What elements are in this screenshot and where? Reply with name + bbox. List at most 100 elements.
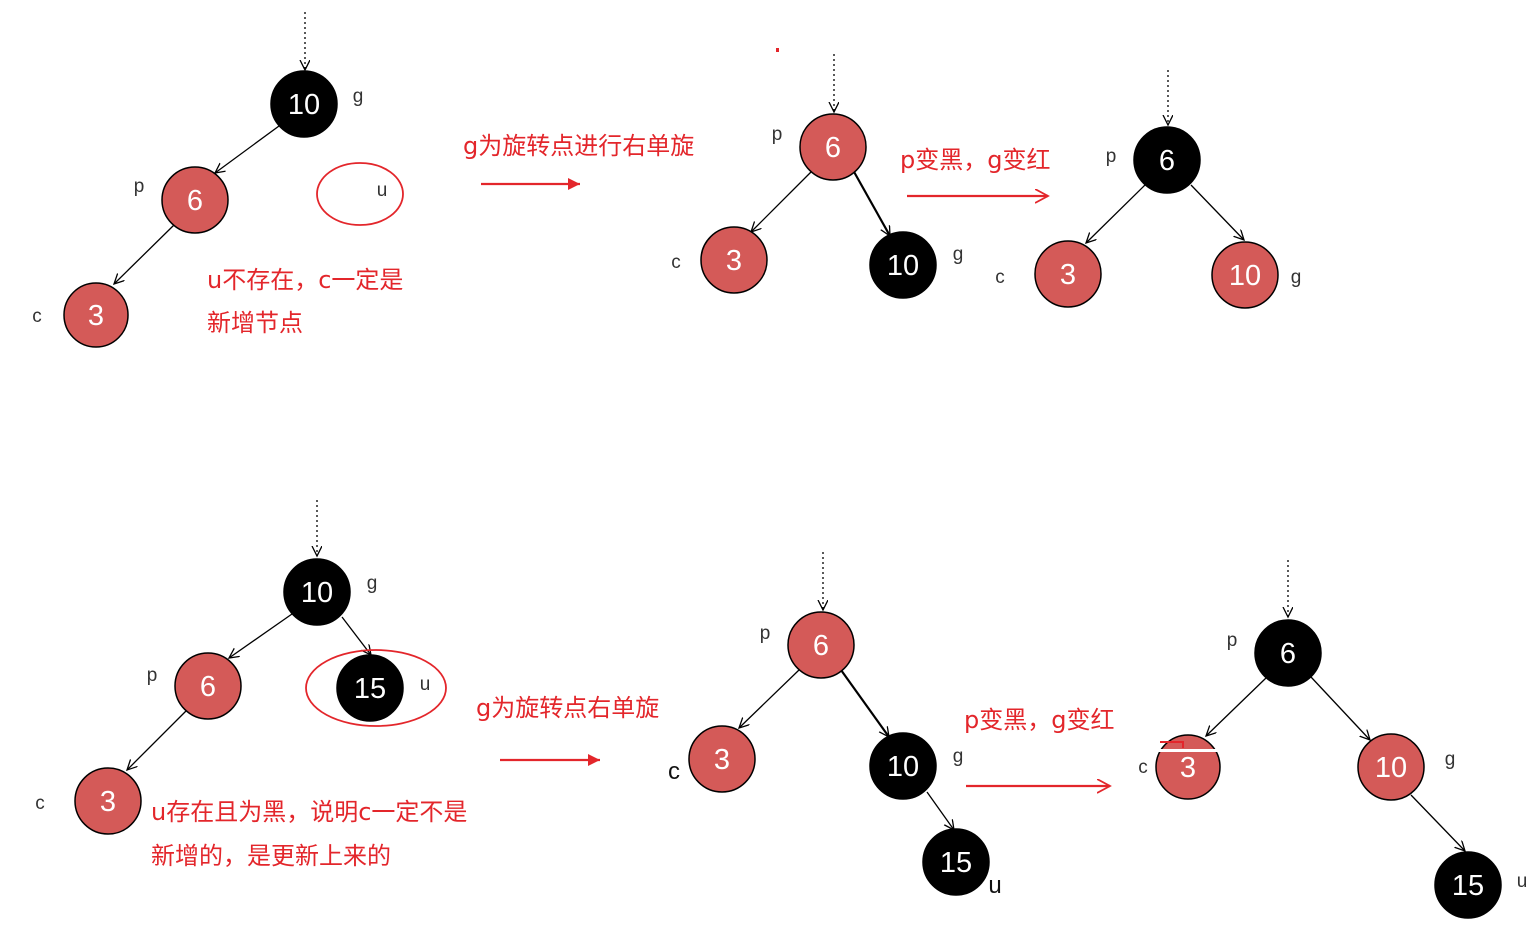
annotation-line-1: u不存在，c一定是	[207, 266, 403, 294]
node-g: 10	[869, 732, 937, 800]
node-g: 10	[283, 558, 351, 626]
node-c: 3	[688, 725, 756, 793]
node-value: 10	[887, 751, 919, 783]
node-value: 15	[354, 673, 386, 705]
node-label-g: g	[1291, 267, 1302, 288]
node-circle	[74, 767, 142, 835]
node-c: 3	[1155, 734, 1221, 800]
node-label-g: g	[1445, 749, 1456, 770]
node-p: 6	[161, 166, 229, 234]
bottom-recolored-tree: 6 p 3 c 10 g 15 u	[1138, 560, 1527, 919]
node-label-c: c	[32, 306, 42, 327]
edge-p-to-c	[127, 710, 187, 770]
annotation-line-2: 新增的，是更新上来的	[151, 842, 391, 870]
node-label-g: g	[353, 86, 364, 107]
edge-p-to-g	[840, 669, 890, 737]
node-label-u: u	[988, 872, 1001, 899]
node-label-c: c	[995, 267, 1005, 288]
node-value: 3	[726, 245, 742, 277]
node-circle	[869, 231, 937, 299]
node-label-c: c	[671, 252, 681, 273]
node-value: 6	[200, 671, 216, 703]
node-circle	[336, 654, 404, 722]
bottom-step1: g为旋转点右单旋	[476, 694, 659, 766]
node-circle	[869, 732, 937, 800]
node-label-c: c	[668, 758, 680, 785]
node-circle	[700, 226, 768, 294]
node-circle	[688, 725, 756, 793]
node-u: 15	[1434, 851, 1502, 919]
node-circle	[63, 282, 129, 348]
node-label-p: p	[772, 124, 783, 145]
annotation-line-2: 新增节点	[207, 309, 303, 337]
node-circle	[1254, 619, 1322, 687]
node-circle	[922, 828, 990, 896]
edge-g-to-p	[229, 613, 293, 658]
node-value: 10	[301, 577, 333, 609]
node-circle	[1357, 733, 1425, 801]
edge-p-to-g	[1310, 676, 1370, 740]
node-value: 15	[940, 847, 972, 879]
node-p: 6	[787, 611, 855, 679]
edge-p-to-g	[1190, 184, 1244, 240]
node-circle	[787, 611, 855, 679]
node-c: 3	[700, 226, 768, 294]
edge-g-to-u	[1410, 794, 1465, 851]
node-c: 3	[63, 282, 129, 348]
node-circle	[1211, 241, 1279, 309]
node-value: 6	[1280, 638, 1296, 670]
top-before-tree: 10 g 6 p u 3 c u不存在，c一定是 新增节点	[32, 12, 404, 348]
missing-uncle-ring	[316, 162, 404, 226]
node-label-c: c	[35, 793, 45, 814]
node-label-p: p	[147, 665, 158, 686]
red-corner-mark	[1160, 741, 1184, 748]
edge-p-to-c	[751, 171, 812, 232]
node-u: 15	[922, 828, 990, 896]
node-value: 3	[100, 786, 116, 818]
uncle-highlight-ring	[305, 649, 447, 727]
node-circle	[174, 652, 242, 720]
node-circle	[283, 558, 351, 626]
node-value: 6	[813, 630, 829, 662]
edge-p-to-c	[1206, 677, 1267, 736]
node-value: 6	[825, 132, 841, 164]
node-u: 15	[336, 654, 404, 722]
node-label-g: g	[367, 573, 378, 594]
bottom-before-tree: 10 g 6 p 15 u 3 c u存在且为黑，说明c一定不是 新增的，是更新…	[35, 500, 467, 870]
stray-mark	[776, 48, 779, 52]
node-g: 10	[1211, 241, 1279, 309]
node-value: 3	[714, 744, 730, 776]
edge-p-to-c	[114, 224, 175, 284]
step-label: g为旋转点右单旋	[476, 694, 659, 722]
node-p: 6	[174, 652, 242, 720]
node-label-g: g	[953, 244, 964, 265]
node-value: 10	[887, 250, 919, 282]
node-value: 10	[288, 89, 320, 121]
node-g: 10	[869, 231, 937, 299]
node-value: 10	[1229, 260, 1261, 292]
white-overlay-line	[1157, 749, 1220, 752]
node-value: 3	[1180, 752, 1196, 784]
edge-p-to-c	[739, 669, 800, 728]
node-circle	[1034, 240, 1102, 308]
edge-g-to-u	[341, 616, 371, 655]
step-label: g为旋转点进行右单旋	[463, 132, 694, 160]
node-value: 10	[1375, 752, 1407, 784]
annotation-line-1: u存在且为黑，说明c一定不是	[151, 798, 467, 826]
node-circle	[161, 166, 229, 234]
node-circle	[1133, 126, 1201, 194]
top-step2: p变黑，g变红	[900, 146, 1050, 196]
step-label: p变黑，g变红	[964, 706, 1114, 734]
node-g: 10	[1357, 733, 1425, 801]
node-value: 3	[88, 300, 104, 332]
bottom-step2: p变黑，g变红	[964, 706, 1114, 786]
edge-p-to-g	[852, 169, 891, 236]
step-label: p变黑，g变红	[900, 146, 1050, 174]
node-circle	[270, 70, 338, 138]
node-value: 6	[1159, 145, 1175, 177]
edge-g-to-p	[215, 125, 280, 173]
node-label-p: p	[1227, 630, 1238, 651]
edge-p-to-c	[1086, 184, 1146, 243]
top-rotated-tree: 6 p 3 c 10 g	[671, 48, 964, 299]
